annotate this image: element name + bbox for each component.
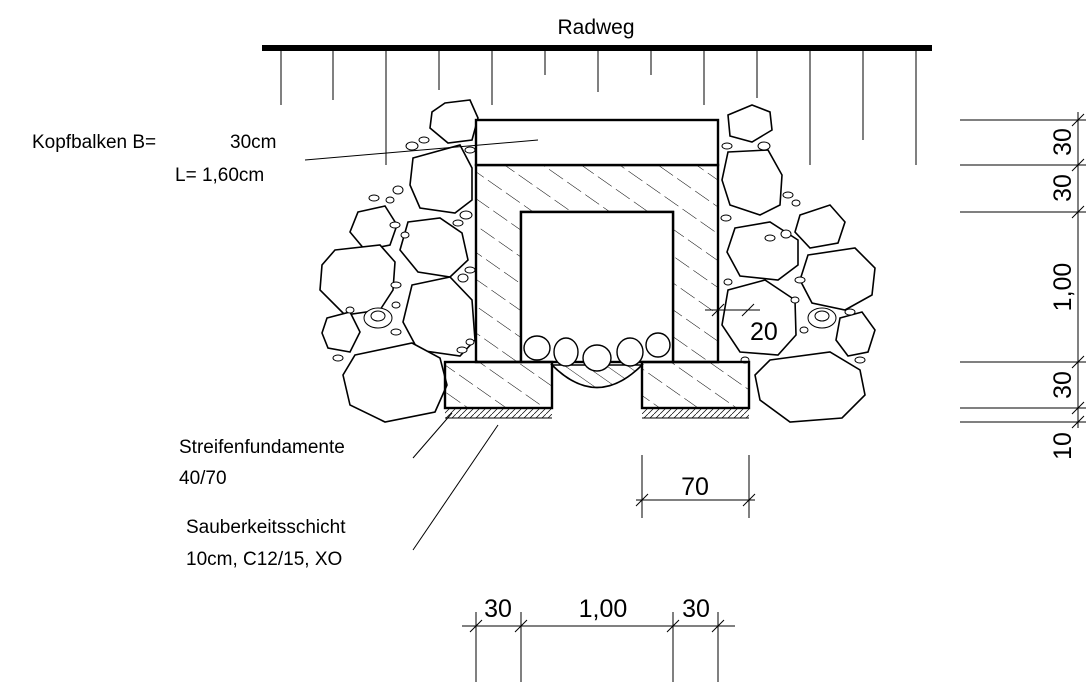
right-dim-1-value: 30 [1049,128,1077,156]
kopfbalken-b-value: 30cm [230,132,276,153]
bottom-dimension-chain [462,612,735,682]
culvert-frame [474,163,720,364]
bottom-dim-left-value: 30 [484,595,512,623]
kopfbalken-length-label: L= 1,60cm [175,165,264,186]
left-riprap-stones [319,99,479,423]
leader-lines [304,139,539,551]
sauberkeitsschicht-spec: 10cm, C12/15, XO [186,549,342,570]
bottom-dim-mid-value: 1,00 [579,595,628,623]
footing-width-value: 70 [681,473,709,501]
streifenfundamente-size: 40/70 [179,468,227,489]
right-dim-3-value: 1,00 [1049,263,1077,312]
road-surface [262,45,932,51]
right-dimension-chain [960,112,1086,429]
right-riprap-stones [721,104,876,423]
left-riprap-pebbles [332,136,476,362]
kopfbalken-label: Kopfbalken B= [32,132,156,153]
right-dim-4-value: 30 [1049,371,1077,399]
soil-ticks [280,51,917,165]
head-beam [474,118,720,167]
bottom-dim-right-value: 30 [682,595,710,623]
road-title: Radweg [557,16,634,39]
streifenfundamente-label: Streifenfundamente [179,437,345,458]
lean-concrete-layer [445,408,749,419]
channel-bed [523,332,671,389]
wall-thickness-value: 20 [750,318,778,346]
right-riprap-pebbles [720,141,866,364]
wall-thickness-dimension [705,303,760,317]
right-dim-2-value: 30 [1049,174,1077,202]
strip-footings [443,360,751,410]
sauberkeitsschicht-label: Sauberkeitsschicht [186,517,346,538]
right-dim-5-value: 10 [1049,432,1077,460]
footing-width-dimension [635,455,756,518]
